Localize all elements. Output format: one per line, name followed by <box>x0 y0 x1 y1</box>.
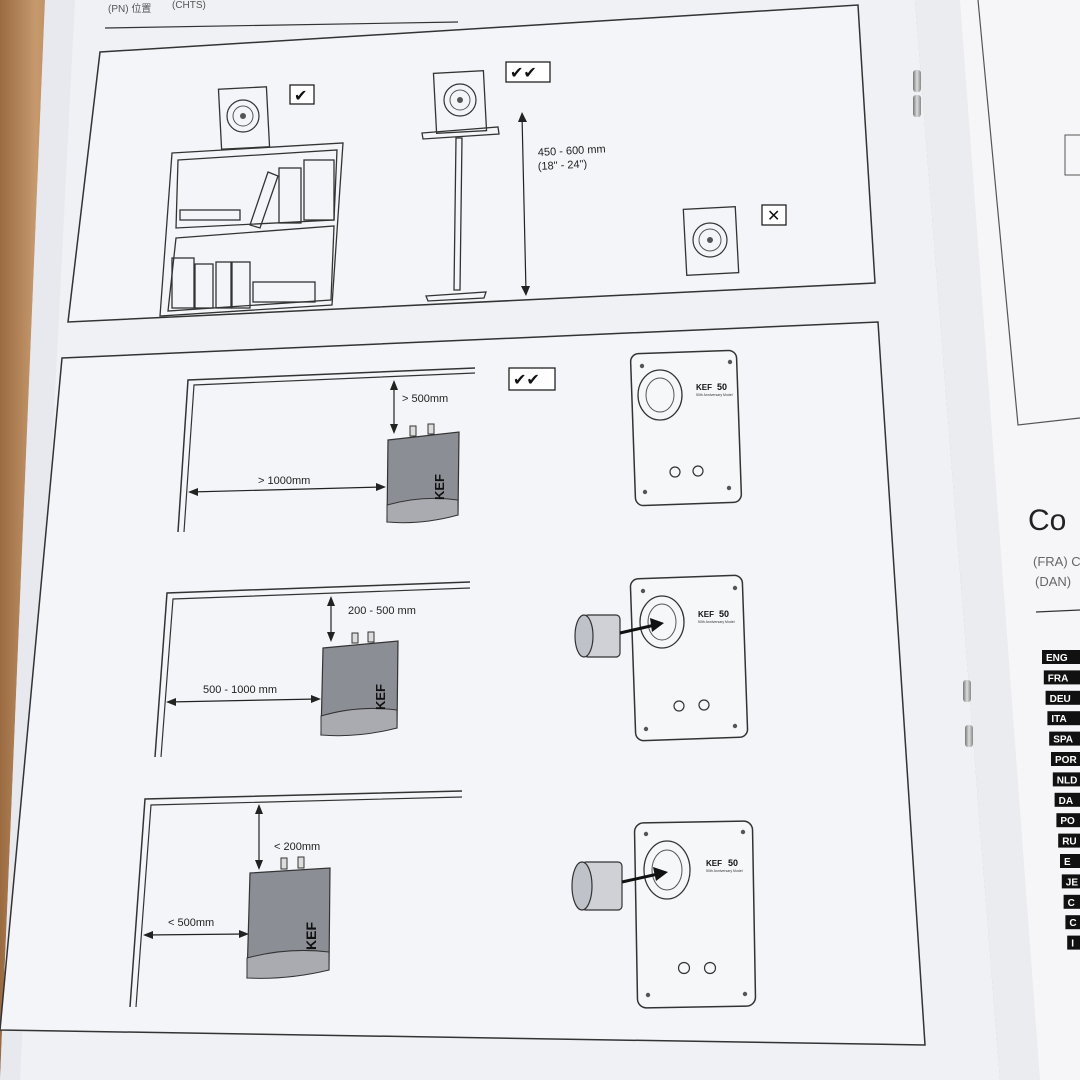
svg-text:✕: ✕ <box>767 206 780 225</box>
language-tab[interactable] <box>1060 854 1080 868</box>
language-tab-label: C <box>1068 898 1075 909</box>
side-distance-label-2: 500 - 1000 mm <box>203 684 277 696</box>
height-range-label: 450 - 600 mm <box>538 143 606 159</box>
language-tab[interactable] <box>1042 650 1080 664</box>
language-tab[interactable] <box>1058 833 1080 848</box>
svg-text:50th Anniversary Model: 50th Anniversary Model <box>698 620 735 624</box>
right-page-title: Co <box>1028 504 1066 537</box>
svg-text:50th Anniversary Model: 50th Anniversary Model <box>696 393 733 397</box>
svg-text:KEF: KEF <box>373 684 388 710</box>
language-tab[interactable] <box>1061 874 1080 889</box>
language-tab[interactable] <box>1045 690 1080 705</box>
language-tab[interactable] <box>1049 731 1080 746</box>
language-tab-label: DEU <box>1050 694 1071 705</box>
language-tab-label: FRA <box>1048 673 1069 684</box>
language-tab[interactable] <box>1051 752 1080 766</box>
subwoofer-unit: KEF <box>320 631 399 737</box>
back-distance-label-3: < 200mm <box>274 841 320 853</box>
header-mid-text: (CHTS) <box>172 0 206 11</box>
svg-text:KEF: KEF <box>698 610 714 619</box>
language-tab-label: E <box>1064 857 1071 868</box>
check-double-mark: ✔✔ <box>505 61 551 83</box>
placement-row-2: KEF 200 - 500 mm 500 - 1000 mm <box>154 581 471 758</box>
speaker-back-view-1: KEF 50 50th Anniversary Model <box>629 349 743 507</box>
placement-row-1: KEF > 500mm > 1000mm ✔✔ <box>177 367 556 533</box>
language-tab-label: PO <box>1060 816 1075 827</box>
foam-port-plug-3 <box>571 861 668 911</box>
language-tab-label: ENG <box>1046 653 1068 664</box>
svg-text:50: 50 <box>728 858 738 868</box>
svg-text:KEF: KEF <box>706 859 722 868</box>
language-tab[interactable] <box>1056 813 1080 828</box>
svg-text:KEF: KEF <box>432 474 447 500</box>
language-tab-label: DA <box>1059 796 1073 807</box>
placement-height-panel: ✔ ✔✔ 450 - 600 mm (18" - 24") <box>67 4 876 323</box>
svg-text:50th Anniversary Model: 50th Anniversary Model <box>706 869 743 873</box>
speaker-stand-illustration <box>421 70 500 302</box>
check-single-mark: ✔ <box>289 84 315 105</box>
binding-staple <box>965 725 973 747</box>
language-tab[interactable] <box>1052 772 1080 787</box>
language-tab-label: SPA <box>1053 735 1073 746</box>
language-tab[interactable] <box>1067 935 1080 950</box>
language-tab-label: NLD <box>1057 775 1078 786</box>
speaker-back-view-2: KEF 50 50th Anniversary Model <box>629 574 749 742</box>
manual-left-page: (PN) 位置 (CHTS) ✔ <box>0 0 1000 1080</box>
bookshelf-illustration <box>159 142 344 317</box>
height-dimension-arrow <box>518 112 530 296</box>
svg-text:KEF: KEF <box>303 922 319 950</box>
language-tab-label: C <box>1069 918 1076 929</box>
svg-text:✔✔: ✔✔ <box>510 63 537 82</box>
svg-text:KEF: KEF <box>696 383 712 392</box>
right-page-sub2: (DAN) <box>1035 574 1071 589</box>
check-double-mark-placement: ✔✔ <box>508 367 556 391</box>
back-distance-label-1: > 500mm <box>402 393 448 405</box>
speaker-back-view-3: KEF 50 50th Anniversary Model <box>633 820 757 1009</box>
language-tab-label: ITA <box>1051 714 1066 725</box>
manual-right-page: Co (FRA) C (DAN) ENG FRA DEU ITA SPA POR NLD DA… <box>915 0 1080 1080</box>
svg-text:50: 50 <box>719 609 729 619</box>
svg-text:✔✔: ✔✔ <box>513 370 540 389</box>
svg-text:50: 50 <box>717 382 727 392</box>
svg-text:✔: ✔ <box>294 86 307 105</box>
language-tab[interactable] <box>1063 894 1080 909</box>
language-tab-label: I <box>1071 939 1074 950</box>
side-distance-label-3: < 500mm <box>168 917 214 929</box>
binding-staple <box>963 680 971 702</box>
language-tab-label: POR <box>1055 755 1077 766</box>
language-tab[interactable] <box>1054 792 1080 807</box>
placement-row-3: KEF < 200mm < 500mm <box>129 790 463 1008</box>
header-left-text: (PN) 位置 <box>108 2 151 15</box>
language-tab[interactable] <box>1065 915 1080 930</box>
right-page-sub1: (FRA) C <box>1033 554 1080 569</box>
speaker-on-floor <box>682 206 740 276</box>
binding-staple <box>913 95 921 117</box>
cross-mark: ✕ <box>761 204 787 226</box>
back-distance-label-2: 200 - 500 mm <box>348 605 416 617</box>
subwoofer-unit: KEF <box>246 856 331 979</box>
side-distance-label-1: > 1000mm <box>258 475 310 487</box>
speaker-on-shelf <box>217 86 271 150</box>
subwoofer-unit: KEF <box>386 423 460 524</box>
wall-distance-panel: KEF > 500mm > 1000mm ✔✔ KEF 50 50th Anni… <box>0 321 926 1046</box>
binding-staple <box>913 70 921 92</box>
language-tab[interactable] <box>1043 670 1080 685</box>
foam-port-plug-2 <box>574 614 664 658</box>
language-tab-label: JE <box>1066 877 1079 888</box>
language-tab-label: RU <box>1062 837 1076 848</box>
height-range-inches-label: (18" - 24") <box>538 158 588 173</box>
language-tab[interactable] <box>1047 711 1080 726</box>
